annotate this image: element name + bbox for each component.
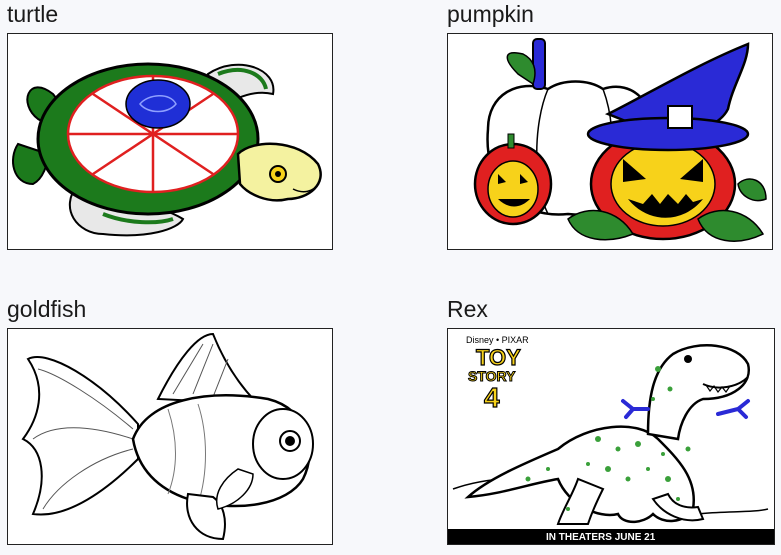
rex-logo-line3: 4 (484, 382, 500, 413)
turtle-coloring-icon[interactable] (7, 33, 333, 250)
rex-logo-line2: STORY (468, 368, 516, 384)
item-title[interactable]: goldfish (7, 296, 87, 322)
pumpkin-coloring-icon[interactable] (447, 33, 773, 250)
item-title[interactable]: Rex (447, 296, 488, 322)
rex-coloring-icon[interactable]: Disney • PIXAR TOY STORY 4 (447, 328, 775, 545)
gallery-item-goldfish[interactable]: goldfish (7, 295, 337, 545)
gallery-item-pumpkin[interactable]: pumpkin (447, 0, 777, 250)
goldfish-coloring-icon[interactable] (7, 328, 333, 545)
rex-tagline: IN THEATERS JUNE 21 (546, 532, 656, 543)
gallery-item-rex[interactable]: Rex Disney • PIXAR TOY STORY 4 (447, 295, 777, 545)
item-title[interactable]: pumpkin (447, 1, 534, 27)
rex-logo-line1: TOY (476, 345, 521, 370)
item-title[interactable]: turtle (7, 1, 59, 27)
gallery-item-turtle[interactable]: turtle (7, 0, 337, 250)
rex-brand-text: Disney • PIXAR (466, 335, 529, 345)
